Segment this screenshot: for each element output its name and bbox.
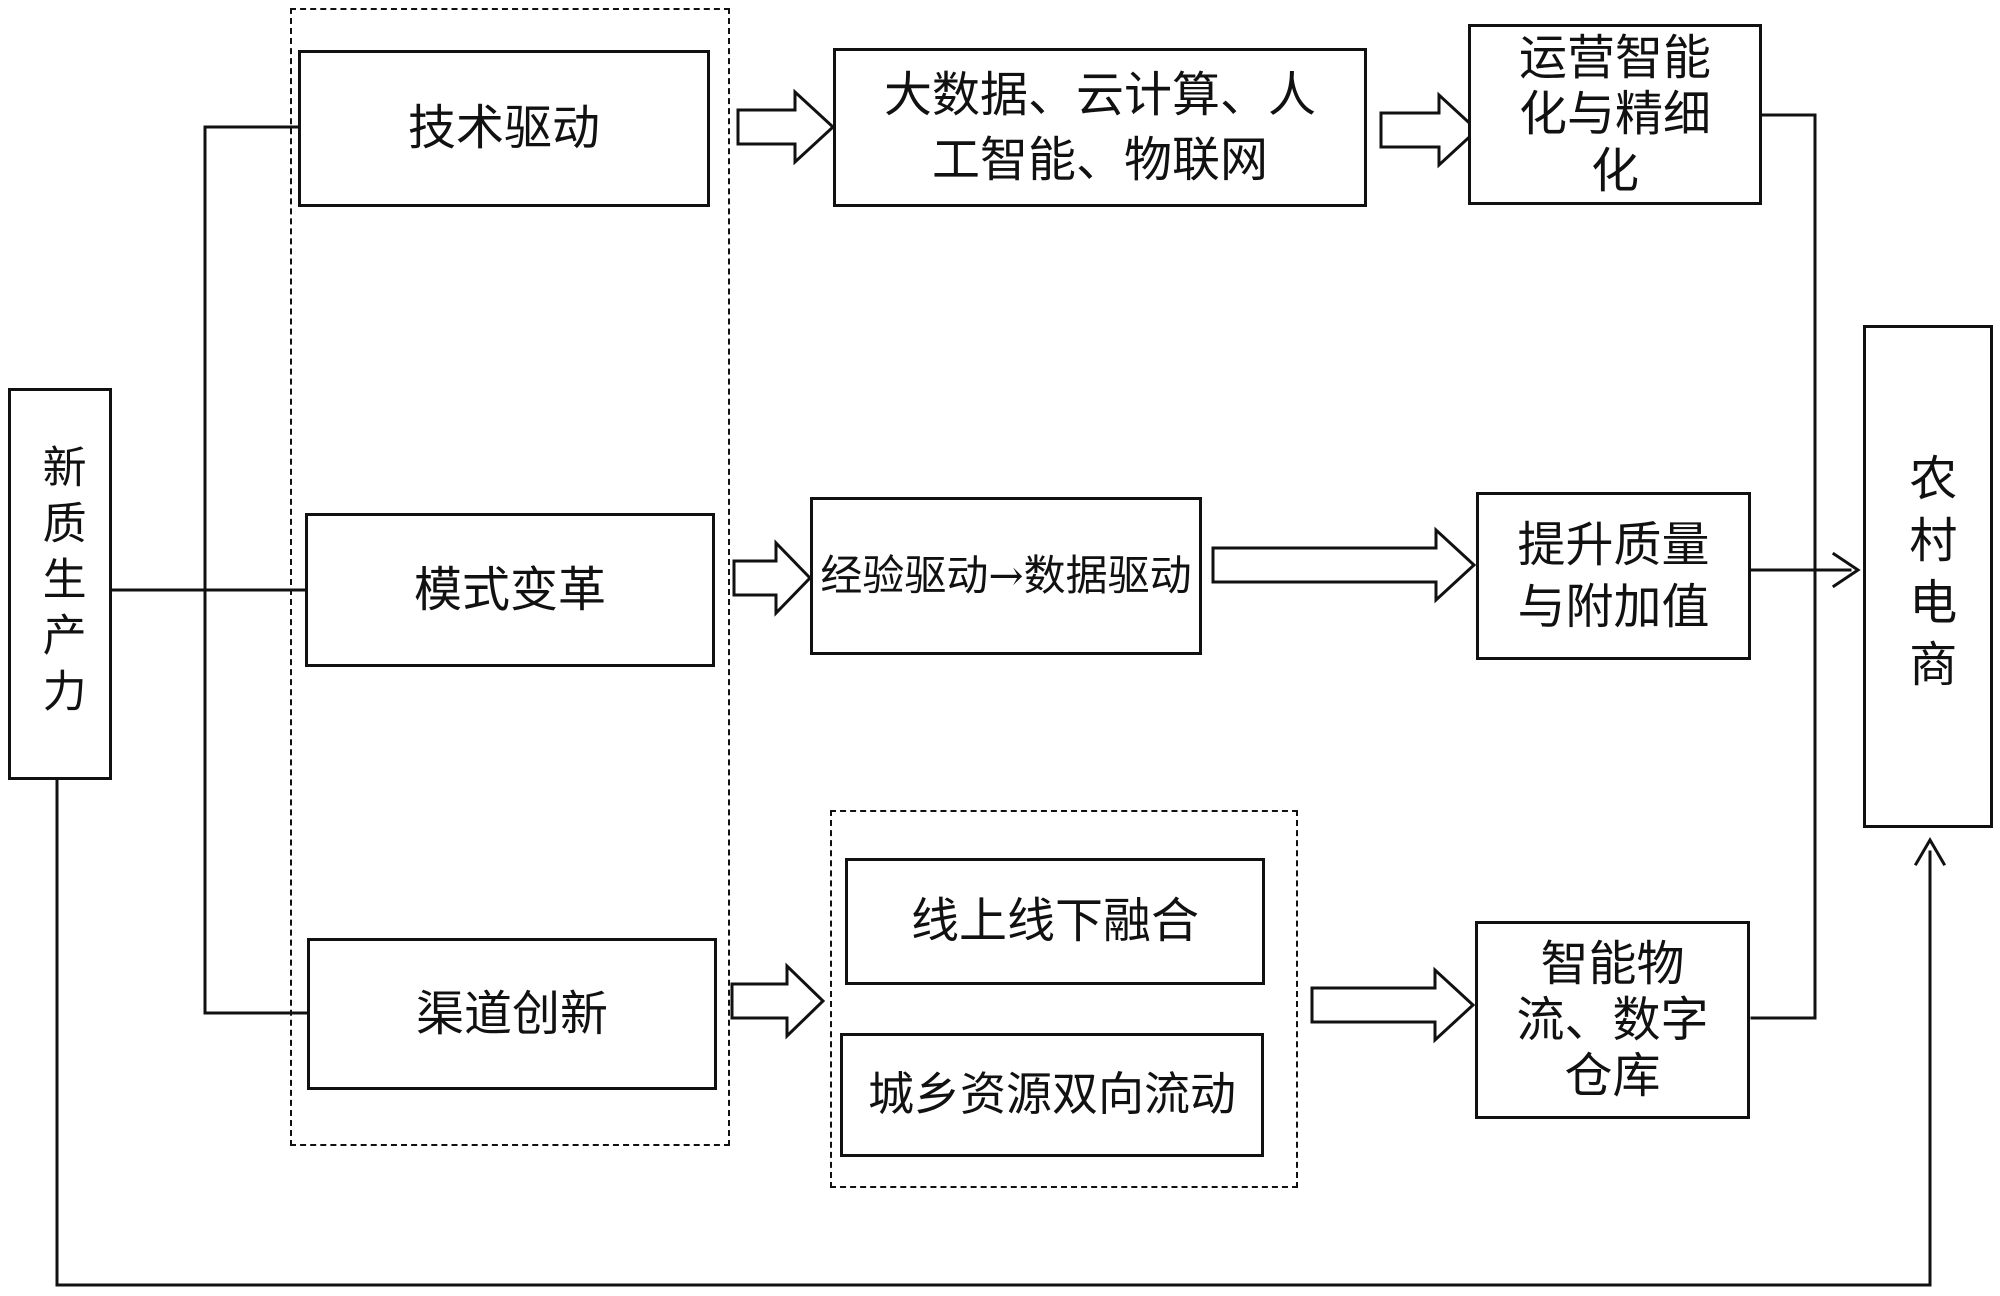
connector-logistics-to-target [1750, 568, 1817, 1020]
block-arrow-channel-outcome-icon [1310, 966, 1476, 1044]
drivers-dashed-group [290, 8, 730, 1146]
block-arrow-mode-icon [732, 539, 813, 617]
node-label: 渠道创新 [415, 985, 608, 1042]
node-label: 技术驱动 [407, 100, 600, 157]
node-label: 新质生产力 [34, 444, 86, 724]
node-technology-driven: 技术驱动 [298, 50, 710, 207]
connector-ops-to-target [1760, 113, 1817, 572]
node-quality-added-value: 提升质量与附加值 [1476, 492, 1751, 660]
connector-source-to-target-bottom [55, 778, 1932, 1287]
node-experience-to-data-driven: 经验驱动→数据驱动 [810, 497, 1202, 655]
arrow-head-right-icon [1831, 551, 1861, 589]
node-online-offline-integration: 线上线下融合 [845, 858, 1265, 985]
node-label: 智能物流、数字仓库 [1516, 935, 1709, 1105]
node-bigdata-cloud-ai-iot: 大数据、云计算、人工智能、物联网 [833, 48, 1367, 207]
block-arrow-tech-outcome-icon [1379, 91, 1480, 169]
node-label: 农村电商 [1900, 452, 1957, 701]
block-arrow-mode-outcome-icon [1211, 526, 1477, 604]
node-channel-innovation: 渠道创新 [307, 938, 717, 1090]
channel-dashed-group [830, 810, 1298, 1188]
node-model-transformation: 模式变革 [305, 513, 715, 667]
node-intelligent-refined-operations: 运营智能化与精细化 [1468, 24, 1762, 205]
node-label: 经验驱动→数据驱动 [820, 550, 1192, 600]
node-label: 模式变革 [413, 561, 606, 618]
node-new-quality-productivity: 新质生产力 [8, 388, 112, 780]
node-urban-rural-resource-flow: 城乡资源双向流动 [840, 1033, 1264, 1157]
node-label: 大数据、云计算、人工智能、物联网 [883, 66, 1316, 188]
node-label: 城乡资源双向流动 [868, 1067, 1236, 1122]
arrow-head-up-icon [1913, 837, 1947, 867]
node-smart-logistics-digital-warehouse: 智能物流、数字仓库 [1475, 921, 1750, 1119]
node-label: 线上线下融合 [910, 893, 1199, 950]
block-arrow-tech-icon [736, 88, 836, 166]
node-rural-ecommerce: 农村电商 [1863, 325, 1993, 828]
node-label: 运营智能化与精细化 [1518, 30, 1711, 199]
node-label: 提升质量与附加值 [1517, 516, 1710, 635]
block-arrow-channel-icon [730, 962, 826, 1040]
